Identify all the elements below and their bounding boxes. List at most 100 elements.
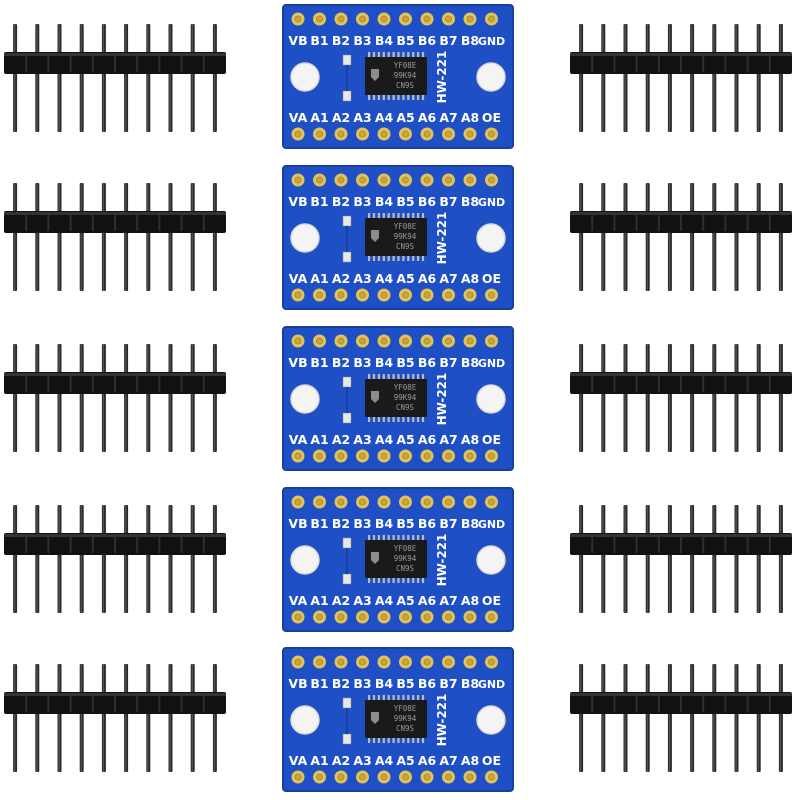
chip-lead — [392, 578, 395, 583]
pin-label-top: B2 — [332, 33, 350, 48]
header-segment-divider — [180, 694, 183, 712]
pin-label-top: B1 — [310, 355, 328, 370]
pin-header — [570, 24, 792, 132]
header-segment-divider — [91, 535, 94, 553]
pcb-edge — [282, 165, 514, 310]
pad-hole — [380, 658, 388, 666]
pad-hole — [423, 337, 431, 345]
pin-label-top: B4 — [375, 676, 394, 691]
chip-lead — [392, 535, 395, 540]
pin-label-top: B2 — [332, 194, 350, 209]
pin-label-bottom: OE — [482, 432, 501, 447]
chip-lead — [377, 52, 380, 57]
pin-label-top: B3 — [353, 33, 371, 48]
pin-label-bottom: A8 — [461, 271, 479, 286]
pin-label-top: VB — [288, 516, 307, 531]
header-segment-divider — [69, 694, 72, 712]
header-segment-divider — [746, 694, 749, 712]
module-label: HW-221 — [435, 534, 449, 587]
pin-label-top: B3 — [353, 516, 371, 531]
header-pin-highlight — [668, 24, 671, 132]
chip-lead — [407, 535, 410, 540]
smd-capacitor — [342, 697, 352, 709]
header-top-edge — [570, 373, 792, 376]
chip-lead — [377, 695, 380, 700]
chip-lead — [407, 52, 410, 57]
pin-label-bottom: A4 — [375, 271, 394, 286]
mounting-hole-ring — [290, 223, 320, 253]
pin-label-top: B5 — [396, 516, 414, 531]
pad-hole — [466, 452, 474, 460]
chip-lead — [392, 256, 395, 261]
header-segment-divider — [202, 694, 205, 712]
header-top-edge — [4, 534, 226, 537]
header-pin-highlight — [191, 183, 193, 291]
mounting-hole — [477, 385, 505, 413]
header-pin-highlight — [213, 183, 216, 291]
header-segment-divider — [635, 374, 638, 392]
pad-hole — [488, 498, 495, 506]
header-pin-highlight — [125, 24, 127, 132]
header-pin-highlight — [191, 24, 193, 132]
header-segment-divider — [114, 694, 116, 712]
chip-lead — [402, 374, 405, 379]
pad-hole — [488, 452, 495, 460]
header-segment-divider — [91, 694, 94, 712]
pad-hole — [445, 15, 452, 23]
chip-lead — [377, 213, 380, 218]
chip-lead — [397, 695, 400, 700]
header-pin-highlight — [580, 664, 582, 772]
pin-label-top: VB — [288, 33, 307, 48]
header-pin-highlight — [602, 505, 604, 613]
chip-marking: 99K94 — [394, 71, 417, 80]
header-segment-divider — [613, 374, 616, 392]
pad-hole — [337, 337, 345, 345]
pin-label-bottom: A7 — [439, 753, 457, 768]
chip-lead — [417, 52, 420, 57]
header-pin-highlight — [713, 24, 715, 132]
pad-hole — [359, 130, 366, 138]
smd-capacitor — [342, 376, 352, 388]
header-segment-divider — [591, 213, 594, 231]
pad-hole — [294, 291, 302, 299]
chip-lead — [387, 213, 390, 218]
header-segment-divider — [180, 535, 183, 553]
pad-hole — [359, 613, 366, 621]
chip-lead — [382, 213, 385, 218]
pad-hole — [380, 15, 388, 23]
pin-label-bottom: A8 — [461, 432, 479, 447]
mounting-hole — [291, 546, 319, 574]
chip-lead — [392, 695, 395, 700]
pin-label-bottom: A5 — [396, 432, 414, 447]
chip-lead — [372, 374, 376, 379]
chip-lead — [417, 256, 420, 261]
pad-hole — [380, 498, 388, 506]
pad-hole — [359, 15, 366, 23]
smd-capacitor — [342, 573, 352, 585]
chip-lead — [387, 95, 390, 100]
chip-lead — [397, 578, 400, 583]
pad-hole — [445, 176, 452, 184]
chip-lead — [412, 95, 415, 100]
chip-lead — [392, 374, 395, 379]
header-segment-divider — [47, 54, 50, 72]
pad-hole — [316, 130, 323, 138]
chip-lead — [377, 535, 380, 540]
chip-lead — [377, 738, 380, 743]
chip-lead — [421, 578, 425, 583]
ic-chip — [365, 700, 427, 738]
header-pin-highlight — [691, 664, 693, 772]
pin-label-bottom: VA — [289, 432, 308, 447]
pad-hole — [380, 130, 388, 138]
pad-hole — [488, 658, 495, 666]
pad-hole — [466, 291, 474, 299]
header-pin-highlight — [668, 344, 671, 452]
pad-hole — [402, 291, 409, 299]
pin-label-bottom: VA — [289, 271, 308, 286]
header-pin-highlight — [147, 664, 149, 772]
header-pin-highlight — [102, 183, 105, 291]
header-pin-highlight — [779, 24, 782, 132]
pad-hole — [402, 452, 409, 460]
